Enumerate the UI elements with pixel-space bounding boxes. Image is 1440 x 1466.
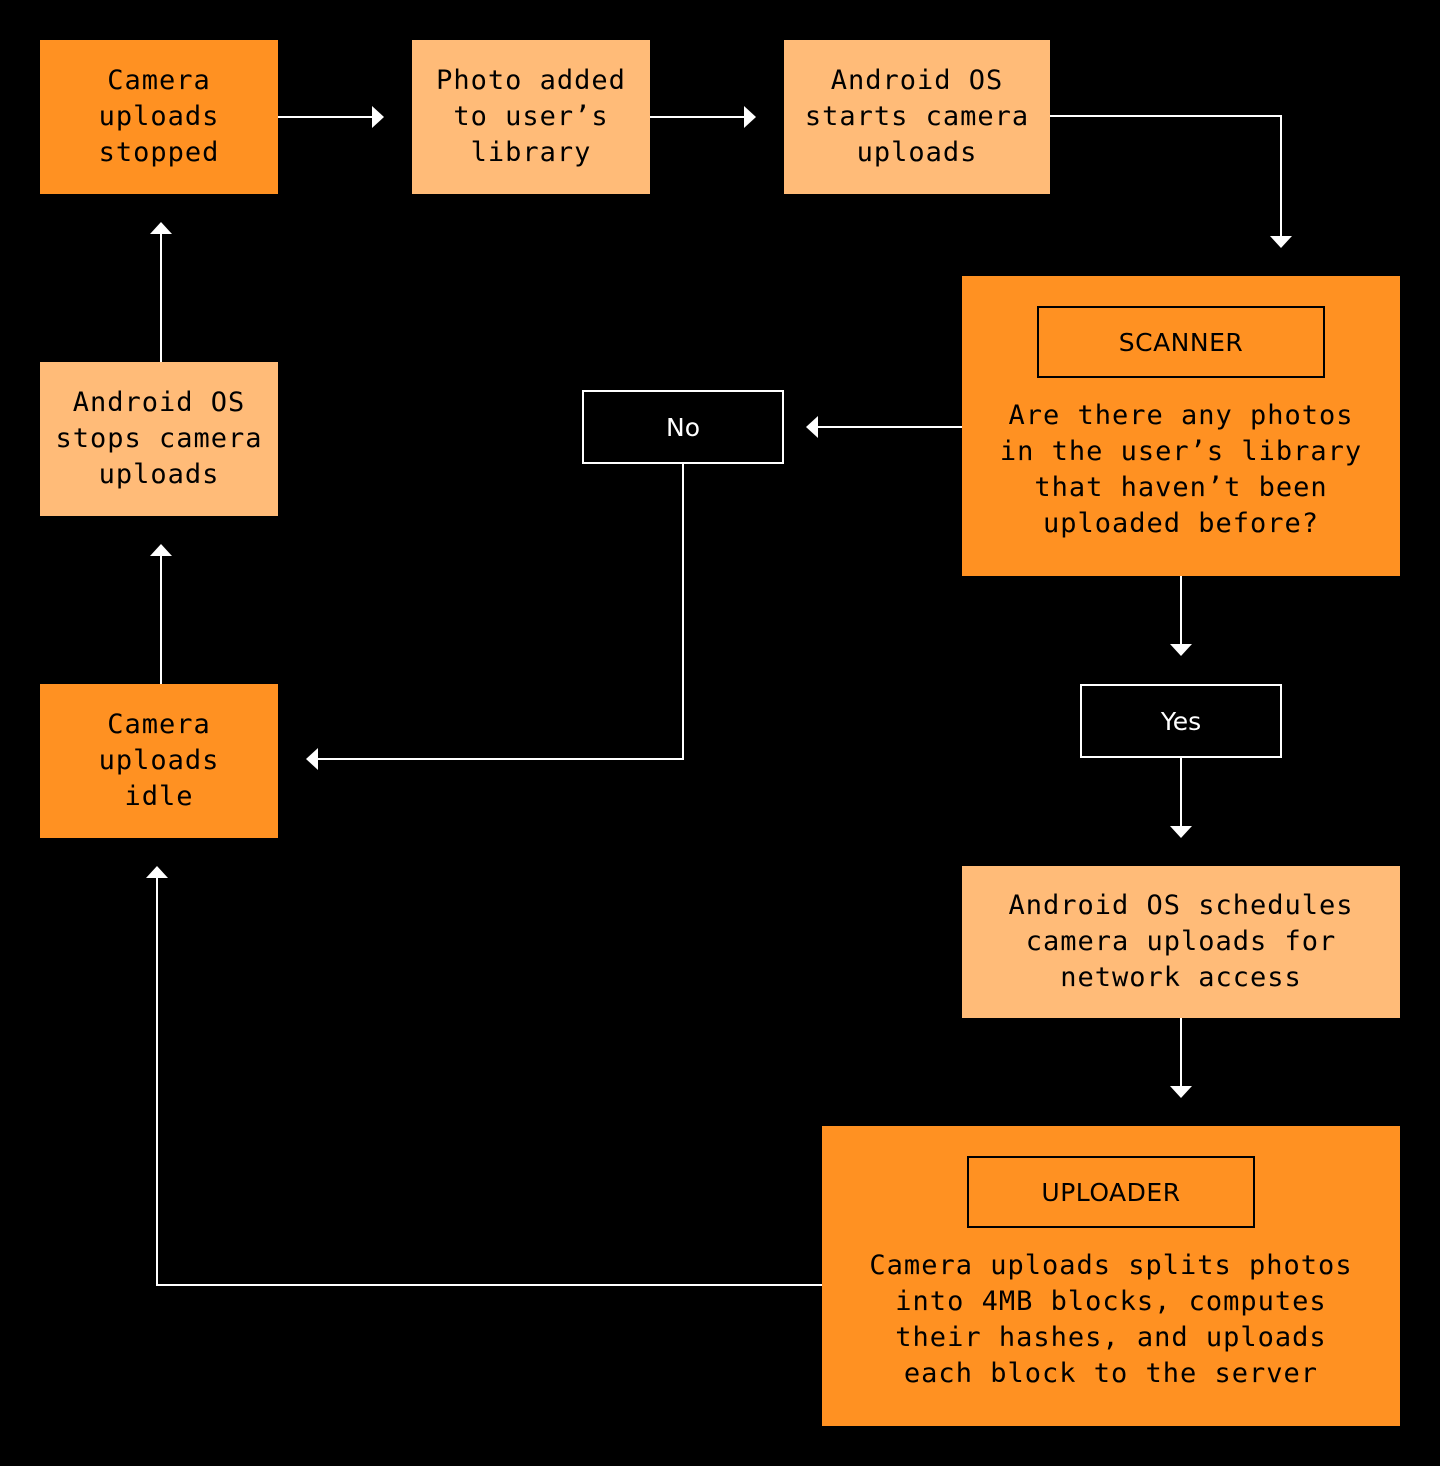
node-scanner: SCANNER Are there any photos in the user… xyxy=(962,276,1400,576)
arrowhead-left-idle xyxy=(306,748,318,770)
arrowhead-right-1 xyxy=(372,106,384,128)
node-photo-added-label: Photo added to user’s library xyxy=(436,65,626,168)
arrowhead-up-idle xyxy=(146,866,168,878)
arrowhead-down-scanner xyxy=(1270,236,1292,248)
arrowhead-right-2 xyxy=(744,106,756,128)
node-android-schedules-label: Android OS schedules camera uploads for … xyxy=(1008,890,1354,993)
uploader-description: Camera uploads splits photos into 4MB bl… xyxy=(869,1250,1353,1389)
uploader-tag: UPLOADER xyxy=(967,1156,1255,1228)
node-android-starts: Android OS starts camera uploads xyxy=(784,40,1050,194)
decision-no: No xyxy=(582,390,784,464)
node-android-starts-label: Android OS starts camera uploads xyxy=(804,65,1030,168)
node-uploader: UPLOADER Camera uploads splits photos in… xyxy=(822,1126,1400,1426)
node-camera-uploads-idle: Camera uploads idle xyxy=(40,684,278,838)
node-camera-uploads-idle-label: Camera uploads idle xyxy=(98,709,220,812)
arrowhead-down-yes xyxy=(1170,644,1192,656)
arrowhead-up-stopped xyxy=(150,222,172,234)
node-android-stops-label: Android OS stops camera uploads xyxy=(55,387,263,490)
scanner-question: Are there any photos in the user’s libra… xyxy=(999,400,1363,539)
arrowhead-up-android-stops xyxy=(150,544,172,556)
decision-yes: Yes xyxy=(1080,684,1282,758)
arrowhead-down-schedules xyxy=(1170,826,1192,838)
node-photo-added: Photo added to user’s library xyxy=(412,40,650,194)
connector-no-to-idle xyxy=(318,464,684,760)
connector-android-starts-to-scanner xyxy=(1050,115,1282,238)
connector-uploader-to-idle xyxy=(156,878,822,1286)
node-android-stops: Android OS stops camera uploads xyxy=(40,362,278,516)
node-camera-uploads-stopped-label: Camera uploads stopped xyxy=(98,65,220,168)
node-android-schedules: Android OS schedules camera uploads for … xyxy=(962,866,1400,1018)
arrowhead-left-no xyxy=(806,416,818,438)
arrowhead-down-uploader xyxy=(1170,1086,1192,1098)
scanner-tag: SCANNER xyxy=(1037,306,1325,378)
node-camera-uploads-stopped: Camera uploads stopped xyxy=(40,40,278,194)
